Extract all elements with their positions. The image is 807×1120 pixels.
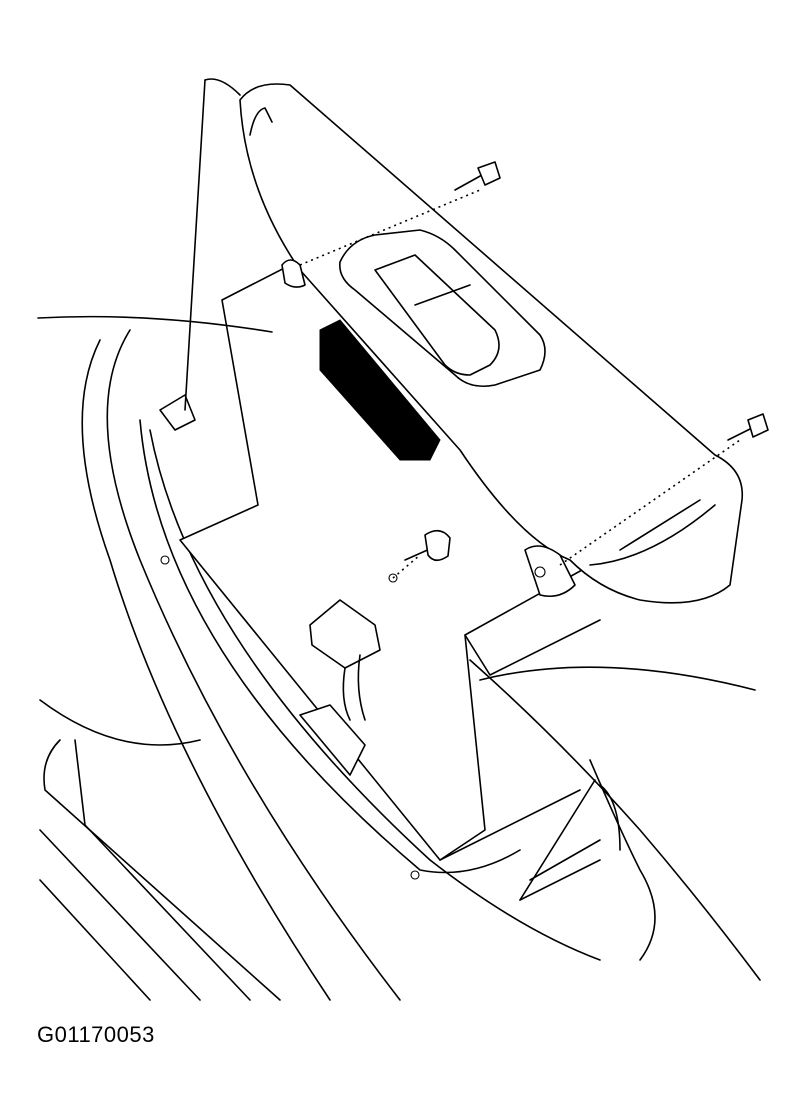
- alignment-line: [299, 189, 481, 266]
- window-switch-knob: [374, 254, 500, 376]
- screw-icon: [727, 413, 769, 441]
- figure-id-label: G01170053: [37, 1022, 155, 1047]
- window-switch-body: [319, 319, 441, 461]
- wire-connector: [299, 599, 381, 776]
- leader-line: [37, 315, 273, 333]
- door-trim-console: [39, 78, 761, 1001]
- screw-icon: [454, 161, 501, 191]
- power-window-switch-bezel: [239, 83, 744, 604]
- screw-icon: [404, 529, 451, 562]
- alignment-line: [559, 439, 741, 566]
